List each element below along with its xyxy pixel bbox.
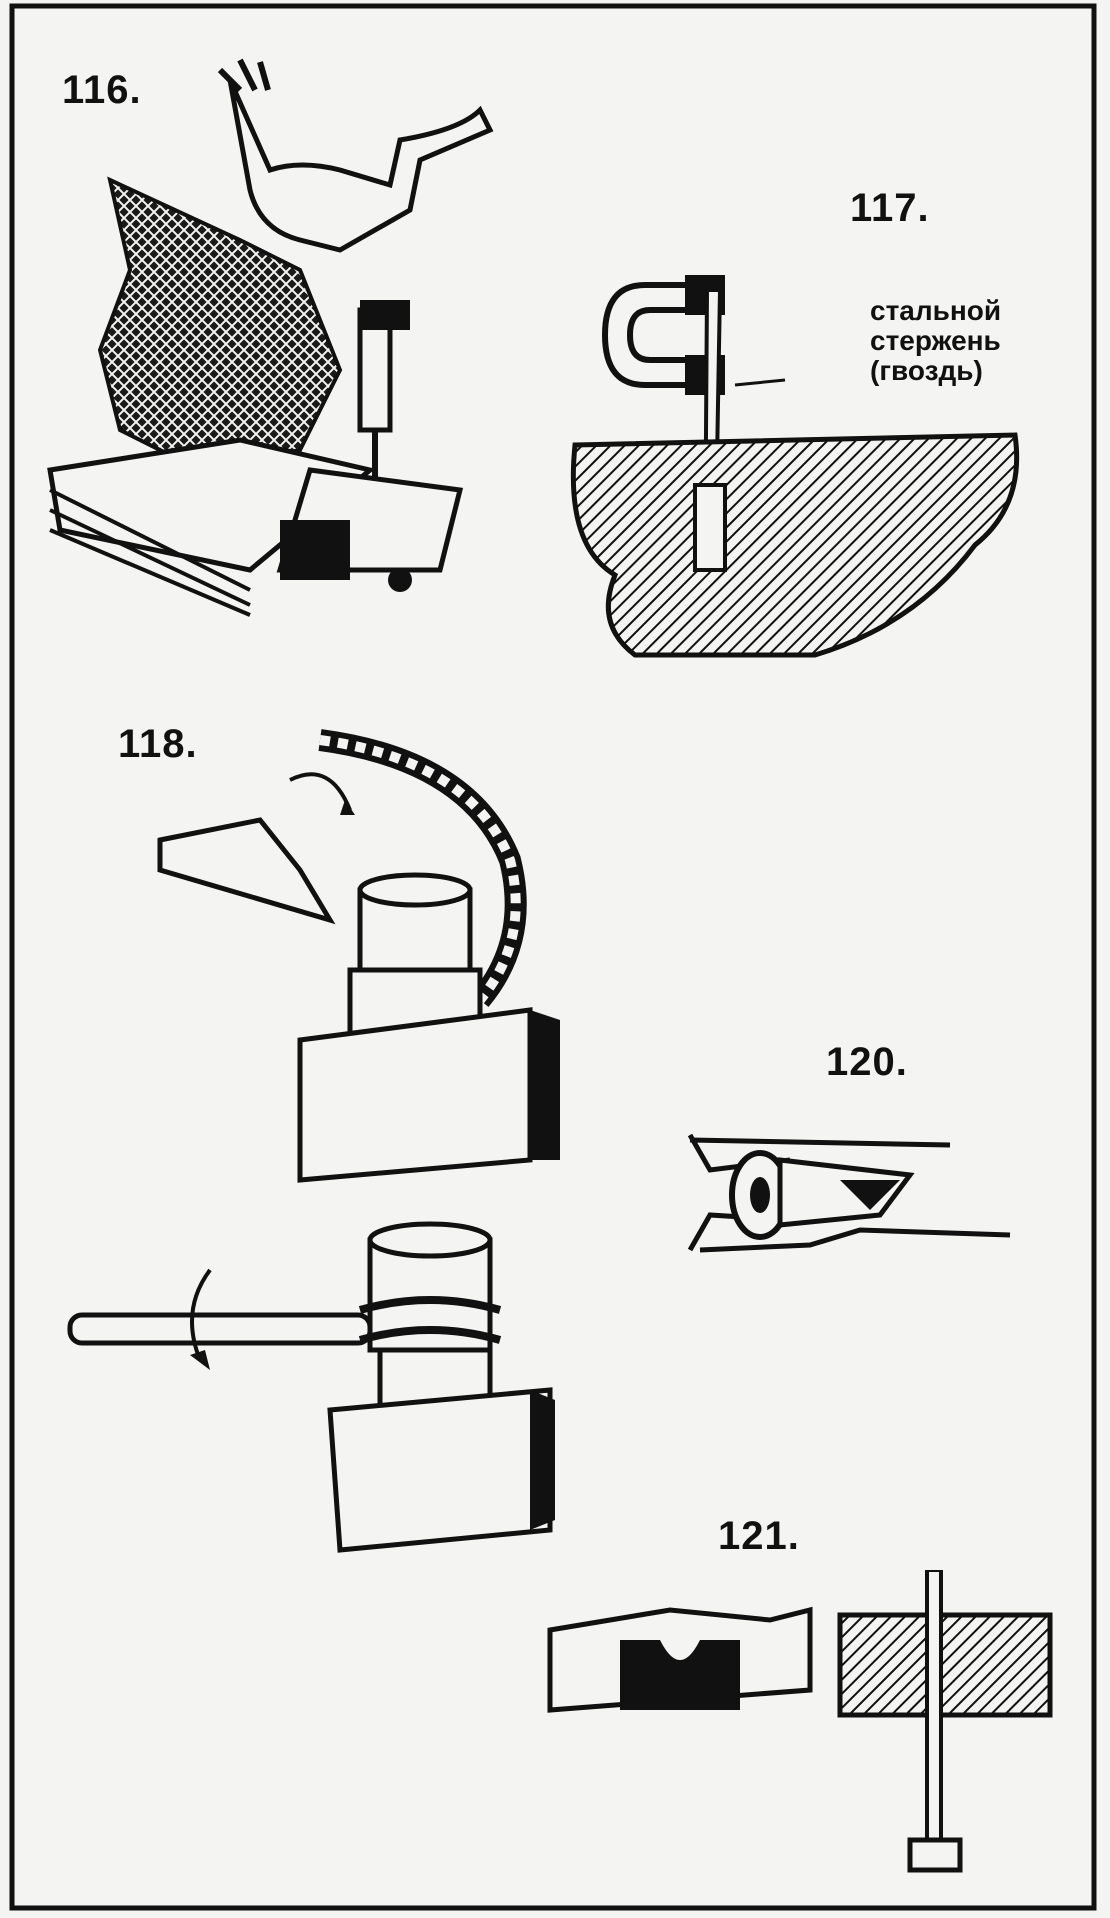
figure-121-label: 121. — [718, 1514, 800, 1558]
caption-line: стержень — [870, 325, 1001, 356]
figure-120-label: 120. — [826, 1040, 908, 1084]
figure-117-illustration — [570, 275, 1020, 658]
figure-118-label: 118. — [118, 722, 198, 766]
figure-117-caption: стальной стержень (гвоздь) — [870, 296, 1001, 386]
caption-line: стальной — [870, 295, 1002, 326]
figure-121-illustration — [547, 1570, 1053, 1873]
figure-116-label: 116. — [62, 68, 142, 112]
caption-line: (гвоздь) — [870, 355, 983, 386]
figure-118-illustration-bottom — [67, 1221, 555, 1553]
figure-116-illustration — [47, 58, 494, 617]
figure-120-illustration — [687, 1133, 1011, 1253]
figure-117-label: 117. — [850, 186, 930, 230]
figure-118-illustration-top — [157, 729, 560, 1183]
